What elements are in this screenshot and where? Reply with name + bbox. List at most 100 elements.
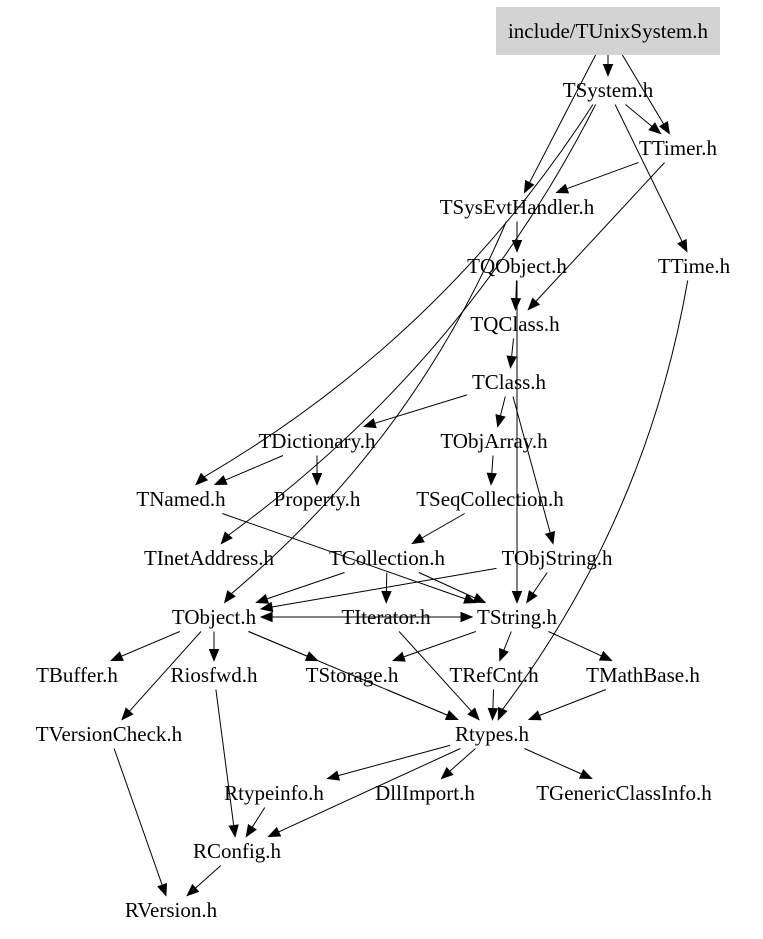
node-tsystem[interactable]: TSystem.h (563, 78, 654, 102)
edge-tsystem-to-ttime (614, 104, 683, 242)
node-tversioncheck[interactable]: TVersionCheck.h (36, 722, 183, 746)
node-label-tbuffer: TBuffer.h (36, 663, 118, 687)
arrowhead-tmathbase-to-rtypes (527, 710, 542, 721)
arrowhead-tstring-to-tobject (259, 611, 273, 623)
edge-tclass-to-tobjstring (512, 396, 551, 534)
arrowhead-ttimer-to-tsysevthandler (555, 183, 570, 194)
node-property[interactable]: Property.h (274, 487, 361, 511)
node-tstring[interactable]: TString.h (477, 605, 557, 629)
node-tmathbase[interactable]: TMathBase.h (586, 663, 700, 687)
node-rversion[interactable]: RVersion.h (125, 898, 218, 922)
arrowhead-titerator-to-rtypes (467, 707, 480, 721)
arrowhead-tqobject-to-tqclass (510, 297, 522, 311)
node-tobject[interactable]: TObject.h (172, 605, 257, 629)
node-label-tstring: TString.h (477, 605, 557, 629)
edge-rtypeinfo-to-rconfig (251, 807, 266, 828)
node-label-tobjarray: TObjArray.h (440, 429, 548, 453)
arrowhead-tunixsystem-to-tsystem (602, 64, 614, 77)
edge-tunixsystem-to-tsysevthandler (529, 45, 601, 183)
arrowhead-tobjarray-to-tseqcollection (486, 472, 497, 486)
node-ttime[interactable]: TTime.h (658, 254, 731, 278)
node-tseqcollection[interactable]: TSeqCollection.h (416, 487, 564, 511)
node-tgenericclassinfo[interactable]: TGenericClassInfo.h (536, 781, 712, 805)
node-label-ttimer: TTimer.h (639, 136, 717, 160)
node-trefcnt[interactable]: TRefCnt.h (449, 663, 539, 687)
node-titerator[interactable]: TIterator.h (341, 605, 431, 629)
node-label-tcollection: TCollection.h (329, 546, 446, 570)
node-tqclass[interactable]: TQClass.h (470, 312, 560, 336)
node-tdictionary[interactable]: TDictionary.h (258, 429, 376, 453)
node-tnamed[interactable]: TNamed.h (136, 487, 226, 511)
node-ttimer[interactable]: TTimer.h (639, 136, 717, 160)
arrowhead-tsysevthandler-to-tqobject (511, 240, 523, 253)
edge-trefcnt-to-rtypes (492, 689, 494, 709)
node-label-tmathbase: TMathBase.h (586, 663, 700, 687)
node-tbuffer[interactable]: TBuffer.h (36, 663, 118, 687)
arrowhead-rtypes-to-rconfig (267, 826, 282, 838)
dependency-edges (110, 45, 689, 897)
arrowhead-tqobject-to-tstring (511, 591, 523, 604)
arrowhead-rconfig-to-rversion (186, 883, 200, 897)
node-label-dllimport: DllImport.h (375, 781, 475, 805)
arrowhead-tsystem-to-ttimer (648, 122, 662, 135)
node-label-tqobject: TQObject.h (467, 254, 567, 278)
arrowhead-tclass-to-tdictionary (362, 418, 377, 429)
edge-rtypes-to-rconfig (278, 748, 461, 833)
node-tobjarray[interactable]: TObjArray.h (440, 429, 548, 453)
edge-tclass-to-tdictionary (374, 394, 468, 424)
node-tsysevthandler[interactable]: TSysEvtHandler.h (440, 195, 595, 219)
edge-tobject-to-tbuffer (121, 631, 180, 657)
edge-tversioncheck-to-rversion (113, 748, 163, 886)
arrowhead-tobjstring-to-tstring (526, 590, 538, 604)
node-rtypes[interactable]: Rtypes.h (455, 722, 530, 746)
node-tinetaddress[interactable]: TInetAddress.h (144, 546, 275, 570)
node-label-rversion: RVersion.h (125, 898, 218, 922)
node-label-tdictionary: TDictionary.h (258, 429, 376, 453)
node-label-tversioncheck: TVersionCheck.h (36, 722, 183, 746)
edge-tstring-to-trefcnt (503, 631, 512, 651)
node-tclass[interactable]: TClass.h (472, 370, 547, 394)
node-label-riosfwd: Riosfwd.h (171, 663, 258, 687)
arrowhead-ttime-to-rtypes (497, 706, 508, 721)
node-label-tqclass: TQClass.h (470, 312, 560, 336)
edge-riosfwd-to-rconfig (215, 689, 235, 826)
edge-tobject-to-tversioncheck (129, 631, 202, 712)
arrowhead-tstorage-to-rtypes (444, 710, 459, 721)
node-label-tunixsystem: include/TUnixSystem.h (508, 19, 709, 43)
arrowhead-tsystem-to-tnamed (195, 472, 209, 486)
arrowhead-tcollection-to-tobject (255, 593, 270, 604)
edge-tstring-to-tstorage (403, 631, 476, 658)
node-tqobject[interactable]: TQObject.h (467, 254, 567, 278)
node-label-property: Property.h (274, 487, 361, 511)
node-tstorage[interactable]: TStorage.h (306, 663, 399, 687)
edge-tclass-to-tobjarray (499, 396, 506, 416)
node-tcollection[interactable]: TCollection.h (329, 546, 446, 570)
node-rconfig[interactable]: RConfig.h (193, 839, 282, 863)
arrowhead-tobject-to-tbuffer (110, 651, 124, 662)
arrowhead-tqclass-to-tclass (506, 355, 517, 369)
arrowhead-tsystem-to-ttime (677, 238, 688, 253)
node-tobjstring[interactable]: TObjString.h (501, 546, 613, 570)
edge-tobjstring-to-tstring (532, 572, 548, 594)
arrowhead-tclass-to-tobjstring (544, 531, 556, 545)
node-label-tinetaddress: TInetAddress.h (144, 546, 275, 570)
node-tunixsystem[interactable]: include/TUnixSystem.h (495, 7, 721, 55)
arrowhead-rtypes-to-rtypeinfo (326, 770, 341, 781)
arrowhead-tunixsystem-to-tsysevthandler (523, 179, 535, 194)
node-rtypeinfo[interactable]: Rtypeinfo.h (224, 781, 324, 805)
node-dllimport[interactable]: DllImport.h (375, 781, 475, 805)
edge-tqclass-to-tclass (511, 338, 514, 357)
edge-ttime-to-rtypes (502, 280, 689, 710)
node-label-ttime: TTime.h (658, 254, 731, 278)
edge-tobjstring-to-tobject (271, 567, 497, 608)
node-riosfwd[interactable]: Riosfwd.h (171, 663, 258, 687)
edge-rtypes-to-dllimport (449, 748, 476, 772)
edge-tsysevthandler-to-tobject (230, 221, 507, 595)
node-label-trefcnt: TRefCnt.h (449, 663, 539, 687)
edge-tsystem-to-ttimer (625, 104, 653, 127)
arrowhead-tstring-to-trefcnt (499, 647, 509, 662)
arrowhead-tobject-to-riosfwd (208, 649, 220, 662)
edge-tstorage-to-rtypes (386, 689, 448, 716)
edge-ttimer-to-tqclass (535, 162, 665, 302)
arrowhead-tobjstring-to-tobject (259, 601, 274, 613)
